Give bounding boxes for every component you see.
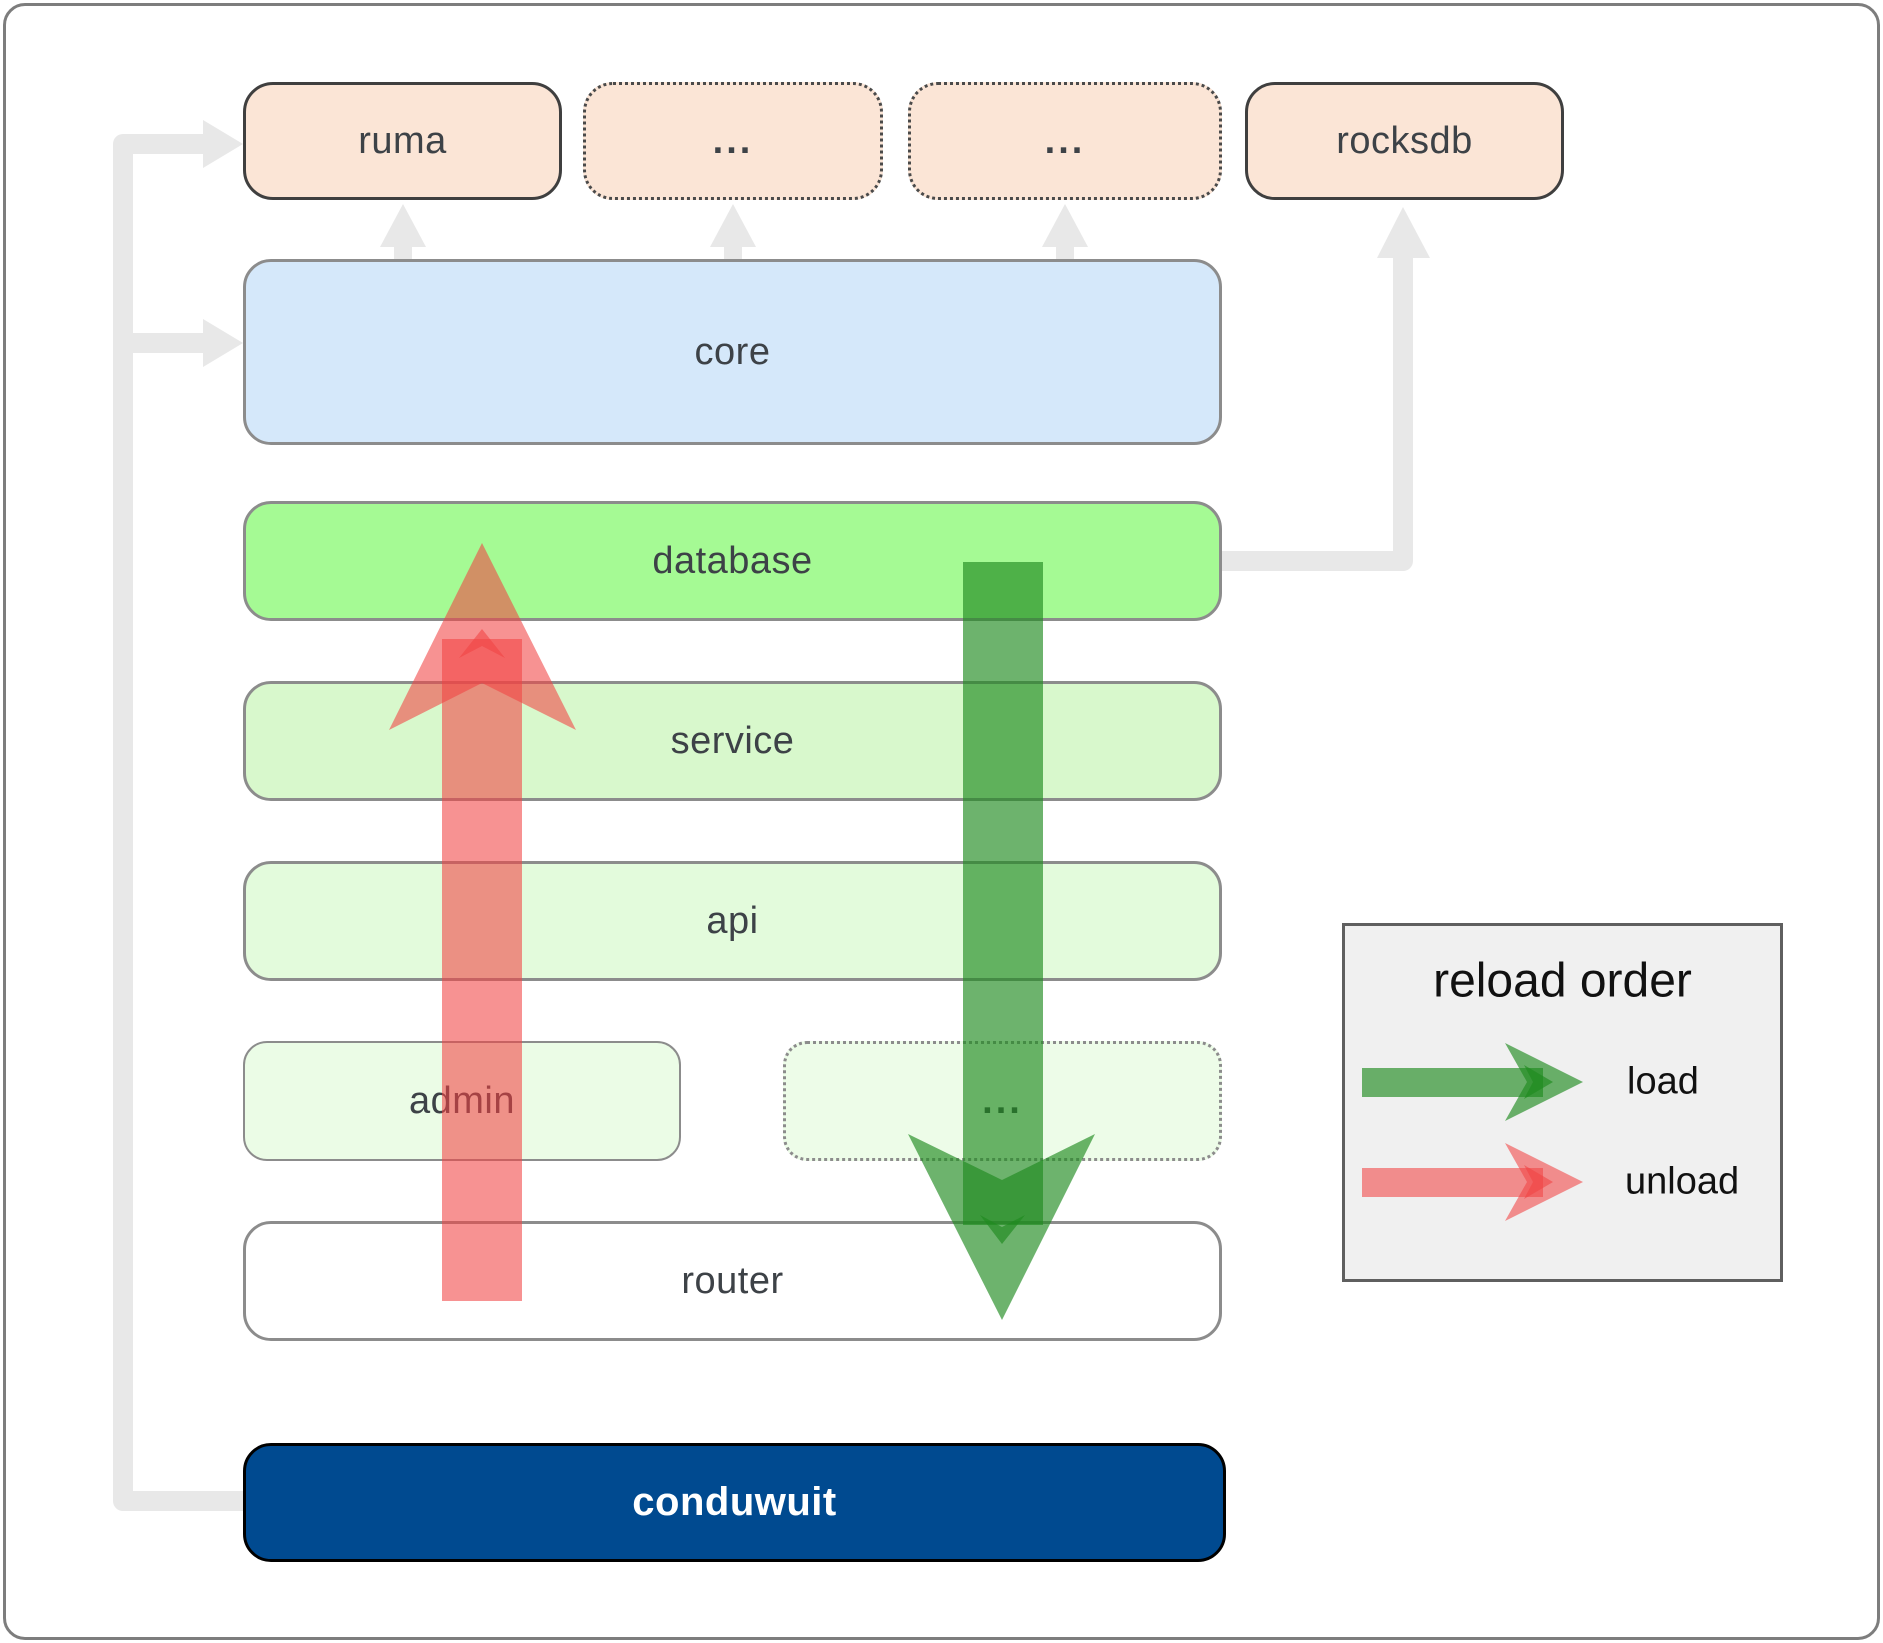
box-ellipsis-top-2-label: ... [1044,119,1086,162]
box-admin: admin [243,1041,681,1161]
box-ellipsis-services: ... [783,1041,1222,1161]
box-api: api [243,861,1222,981]
legend-title: reload order [1433,954,1692,1008]
box-admin-label: admin [409,1079,515,1122]
box-conduwuit: conduwuit [243,1443,1226,1562]
box-api-label: api [706,899,759,942]
box-database-label: database [652,539,813,582]
outer-border [3,3,1880,1640]
box-router-label: router [681,1259,784,1302]
box-router: router [243,1221,1222,1341]
legend-load-label: load [1627,1060,1699,1103]
box-conduwuit-label: conduwuit [632,1480,837,1524]
box-ruma: ruma [243,82,562,200]
box-core: core [243,259,1222,445]
box-rocksdb-label: rocksdb [1336,119,1473,162]
box-core-label: core [694,330,771,373]
box-service: service [243,681,1222,801]
box-ellipsis-top-1-label: ... [712,119,754,162]
box-ellipsis-services-label: ... [982,1079,1023,1122]
legend-unload-label: unload [1625,1160,1740,1203]
box-ruma-label: ruma [358,119,447,162]
box-rocksdb: rocksdb [1245,82,1564,200]
box-ellipsis-top-2: ... [908,82,1222,200]
box-service-label: service [670,719,795,762]
box-database: database [243,501,1222,621]
box-ellipsis-top-1: ... [583,82,883,200]
